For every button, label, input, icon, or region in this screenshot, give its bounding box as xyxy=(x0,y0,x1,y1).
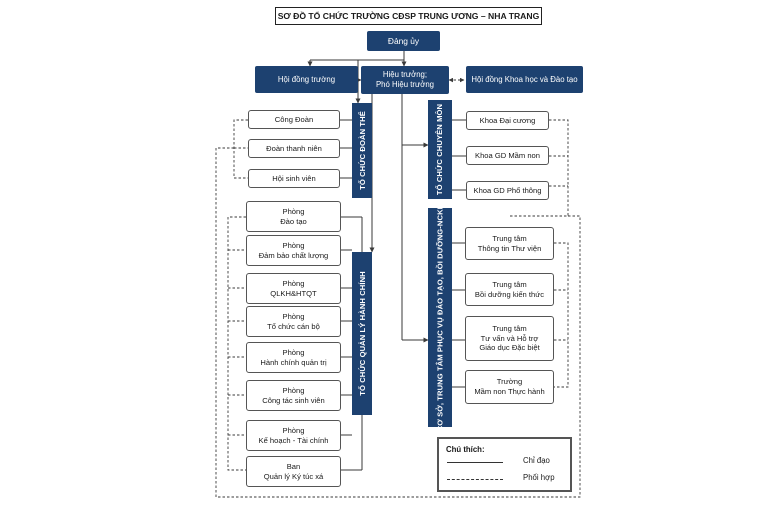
unit-line: Phòng xyxy=(282,206,305,216)
node-hoi-dong-khoa-hoc: Hội đồng Khoa học và Đào tạo xyxy=(466,66,583,93)
unit-line: Hành chính quản trị xyxy=(260,357,327,367)
group-chuyen-mon: TỔ CHỨC CHUYÊN MÔN xyxy=(428,100,452,199)
unit-line: Giáo dục Đặc biệt xyxy=(479,343,540,353)
unit-line: Phòng xyxy=(282,385,305,395)
legend-dashed-line xyxy=(447,479,503,480)
node-hoi-dong-truong: Hội đồng trường xyxy=(255,66,358,93)
unit-line: Quản lý Ký túc xá xyxy=(263,471,324,481)
unit-line: Phòng xyxy=(282,425,305,435)
unit-line: Đảm bảo chất lượng xyxy=(258,250,329,260)
group-trung-tam-label: CƠ SỞ, TRUNG TÂM PHỤC VỤ ĐÀO TẠO, BỒI DƯ… xyxy=(435,203,445,432)
node-hieu-truong-line-2: Phó Hiệu trưởng xyxy=(375,80,434,89)
unit-phong-dao-tao: Phòng Đào tạo xyxy=(246,201,341,232)
unit-line: Trung tâm xyxy=(492,323,527,333)
legend-dashed-label: Phối hợp xyxy=(523,473,555,482)
unit-line: Tổ chức cán bộ xyxy=(267,321,320,331)
unit-line: Thông tin Thư viện xyxy=(477,243,542,253)
unit-tt-thong-tin-thu-vien: Trung tâm Thông tin Thư viện xyxy=(465,227,554,260)
unit-line: Mầm non Thực hành xyxy=(474,387,545,396)
node-dang-uy: Đảng ủy xyxy=(367,31,440,51)
diagram-title: SƠ ĐỒ TỔ CHỨC TRƯỜNG CĐSP TRUNG ƯƠNG – N… xyxy=(275,7,542,25)
legend-title: Chú thích: xyxy=(446,445,485,454)
unit-line: QLKH&HTQT xyxy=(270,288,317,298)
group-trung-tam: CƠ SỞ, TRUNG TÂM PHỤC VỤ ĐÀO TẠO, BỒI DƯ… xyxy=(428,204,452,431)
legend: Chú thích: Chỉ đạo Phối hợp xyxy=(437,437,572,492)
unit-ban-quan-ly-ktx: Ban Quản lý Ký túc xá xyxy=(246,456,341,487)
unit-khoa-gd-pho-thong: Khoa GD Phổ thông xyxy=(466,181,549,200)
unit-phong-qlkh-htqt: Phòng QLKH&HTQT xyxy=(246,273,341,304)
unit-khoa-dai-cuong: Khoa Đại cương xyxy=(466,111,549,130)
unit-line: Trường xyxy=(496,377,523,387)
legend-solid-line xyxy=(447,462,503,463)
group-doan-the-label: TỔ CHỨC ĐOÀN THỂ xyxy=(357,111,367,190)
unit-line: Ban xyxy=(286,461,301,471)
unit-truong-mam-non-thuc-hanh: Trường Mầm non Thực hành xyxy=(465,370,554,404)
node-hieu-truong-line-1: Hiệu trưởng; xyxy=(382,70,428,80)
unit-line: Công tác sinh viên xyxy=(262,395,325,405)
legend-solid-label: Chỉ đạo xyxy=(523,456,550,465)
unit-line: Đào tạo xyxy=(280,216,307,226)
unit-line: Bồi dưỡng kiến thức xyxy=(474,289,545,299)
unit-phong-hanh-chinh-quan-tri: Phòng Hành chính quản trị xyxy=(246,342,341,373)
unit-line: Phòng xyxy=(282,240,305,250)
unit-line: Trung tâm xyxy=(492,279,527,289)
unit-line: Tư vấn và Hỗ trợ xyxy=(480,333,539,343)
unit-line: Phòng xyxy=(282,347,305,357)
unit-line: Kế hoạch - Tài chính xyxy=(258,435,329,445)
unit-phong-dam-bao-chat-luong: Phòng Đảm bảo chất lượng xyxy=(246,235,341,266)
group-hanh-chinh: TỔ CHỨC QUẢN LÝ HÀNH CHÍNH xyxy=(352,252,372,415)
unit-tt-boi-duong-kien-thuc: Trung tâm Bồi dưỡng kiến thức xyxy=(465,273,554,306)
unit-phong-ke-hoach-tai-chinh: Phòng Kế hoạch - Tài chính xyxy=(246,420,341,451)
unit-line: Phòng xyxy=(282,311,305,321)
group-hanh-chinh-label: TỔ CHỨC QUẢN LÝ HÀNH CHÍNH xyxy=(357,271,367,396)
unit-phong-to-chuc-can-bo: Phòng Tổ chức cán bộ xyxy=(246,306,341,337)
group-chuyen-mon-label: TỔ CHỨC CHUYÊN MÔN xyxy=(435,103,445,196)
unit-tt-tu-van-ho-tro: Trung tâm Tư vấn và Hỗ trợ Giáo dục Đặc … xyxy=(465,316,554,361)
unit-hoi-sinh-vien: Hội sinh viên xyxy=(248,169,340,188)
unit-phong-cong-tac-sinh-vien: Phòng Công tác sinh viên xyxy=(246,380,341,411)
unit-doan-thanh-nien: Đoàn thanh niên xyxy=(248,139,340,158)
unit-cong-doan: Công Đoàn xyxy=(248,110,340,129)
unit-khoa-gd-mam-non: Khoa GD Mầm non xyxy=(466,146,549,165)
unit-line: Phòng xyxy=(282,278,305,288)
unit-line: Trung tâm xyxy=(492,233,527,243)
node-hieu-truong: Hiệu trưởng; Phó Hiệu trưởng xyxy=(361,66,449,94)
group-doan-the: TỔ CHỨC ĐOÀN THỂ xyxy=(352,103,372,198)
